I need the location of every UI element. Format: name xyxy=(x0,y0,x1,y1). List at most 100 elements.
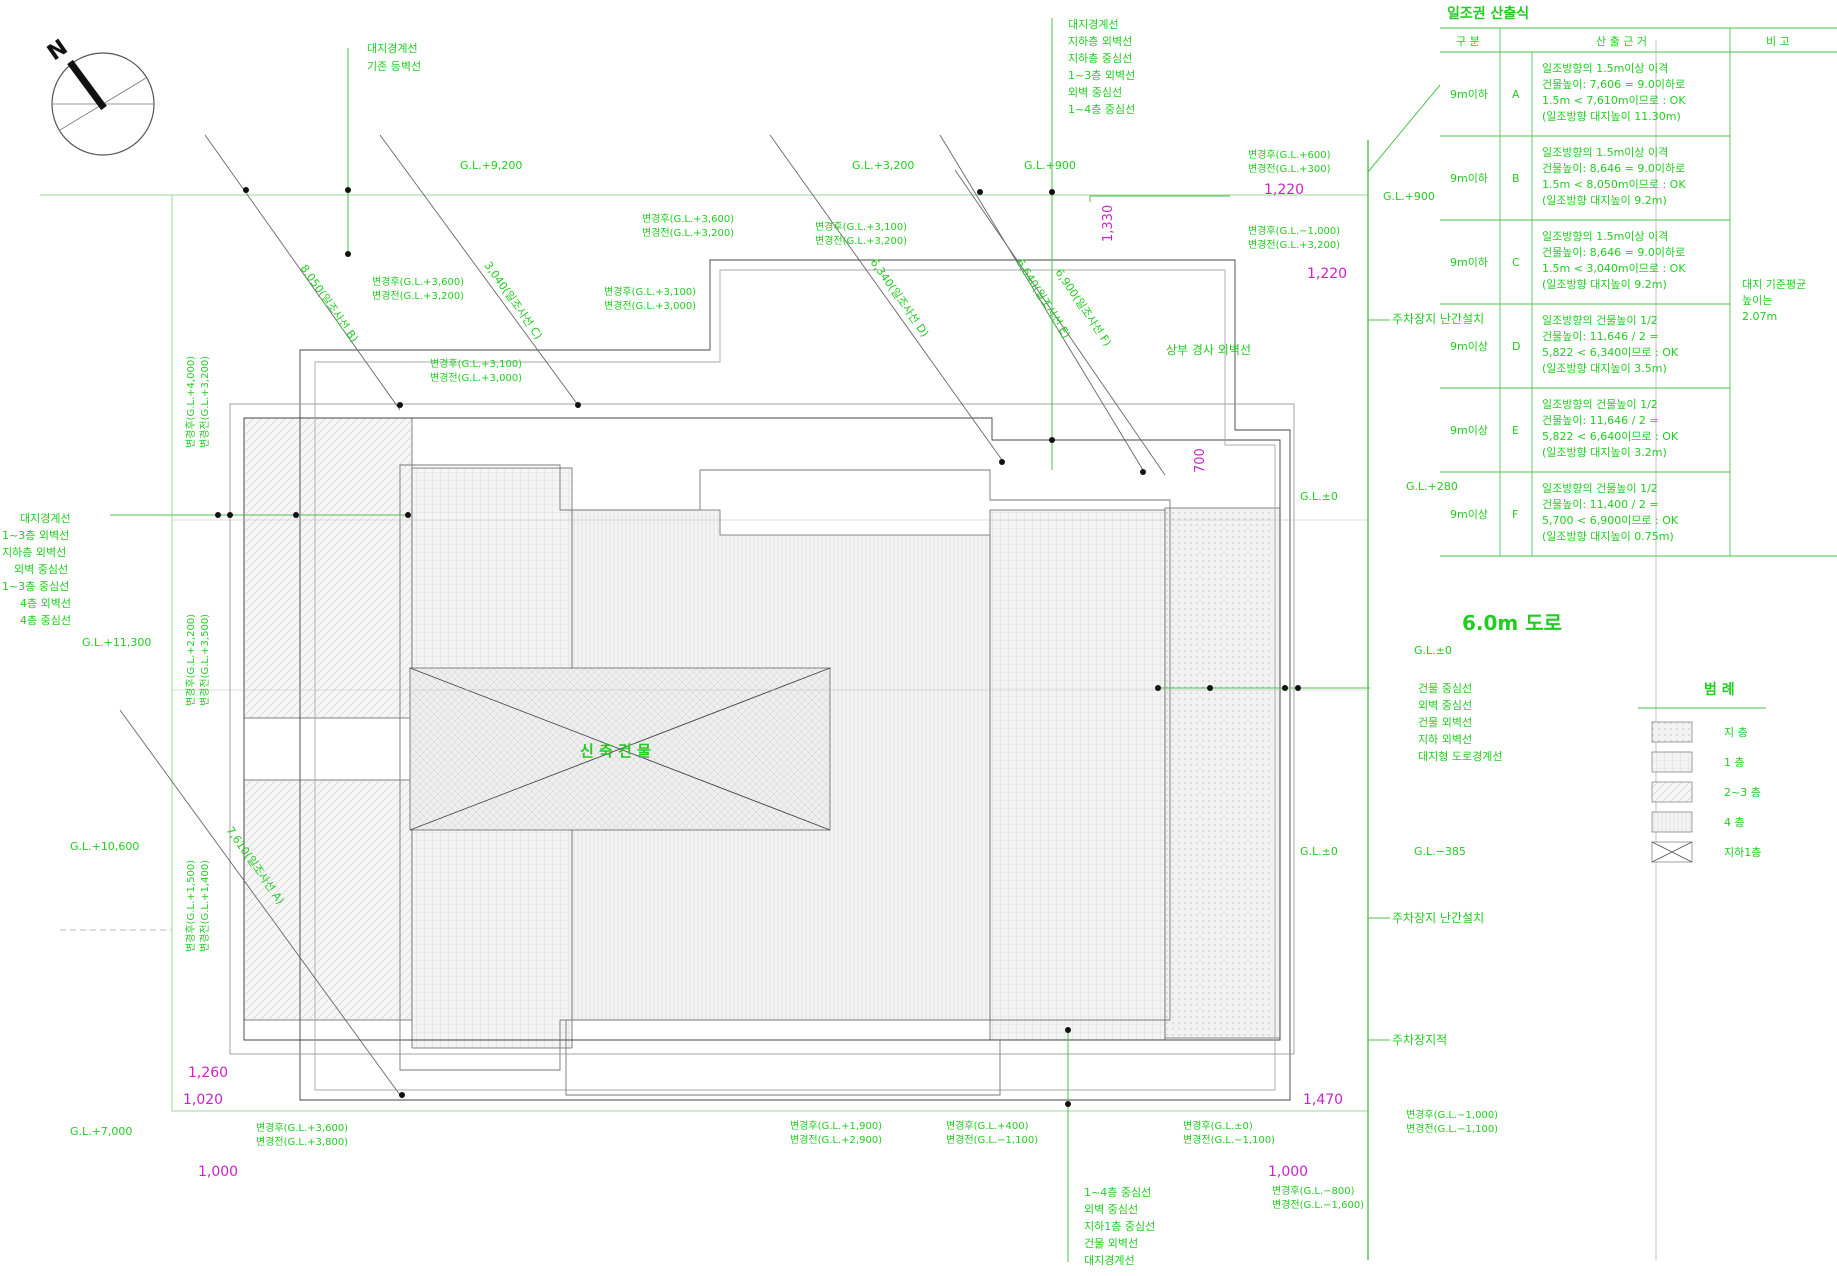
site-notes: 상부 경사 외벽선 주차장지 난간설치 주차장지 난간설치 주차장지적 xyxy=(1166,312,1484,1047)
svg-text:G.L.±0: G.L.±0 xyxy=(1300,490,1338,503)
svg-text:변경전(G.L.+3,200): 변경전(G.L.+3,200) xyxy=(198,356,211,448)
svg-text:9m이상: 9m이상 xyxy=(1450,424,1488,437)
dim-bl-2: 1,020 xyxy=(183,1092,223,1108)
svg-text:A: A xyxy=(1512,88,1520,101)
svg-text:5,822 < 6,340이므로 : OK: 5,822 < 6,340이므로 : OK xyxy=(1542,346,1679,359)
svg-text:G.L.+900: G.L.+900 xyxy=(1383,190,1435,203)
svg-text:변경전(G.L.+3,200): 변경전(G.L.+3,200) xyxy=(642,226,734,239)
svg-text:1.5m < 3,040m이므로 : OK: 1.5m < 3,040m이므로 : OK xyxy=(1542,262,1686,275)
svg-text:G.L.+7,000: G.L.+7,000 xyxy=(70,1125,132,1138)
callout-left: 대지경계선 1~3층 외벽선 지하층 외벽선 외벽 중심선 1~3층 중심선 4… xyxy=(2,512,71,627)
svg-text:G.L.±0: G.L.±0 xyxy=(1414,644,1452,657)
svg-text:(일조방향 대지높이 3.5m): (일조방향 대지높이 3.5m) xyxy=(1542,361,1667,375)
svg-text:1~4층 중심선: 1~4층 중심선 xyxy=(1084,1186,1151,1199)
dim-bl-1: 1,260 xyxy=(188,1065,228,1081)
building-label: 신 축 건 물 xyxy=(580,742,651,760)
svg-text:4 층: 4 층 xyxy=(1724,816,1745,829)
svg-text:변경전(G.L.−1,100): 변경전(G.L.−1,100) xyxy=(946,1133,1038,1146)
svg-text:1.5m < 8,050m이므로 : OK: 1.5m < 8,050m이므로 : OK xyxy=(1542,178,1686,191)
svg-text:일조방향의 1.5m이상 이격: 일조방향의 1.5m이상 이격 xyxy=(1542,229,1668,243)
svg-text:변경후(G.L.+3,600): 변경후(G.L.+3,600) xyxy=(642,212,734,225)
svg-text:지 층: 지 층 xyxy=(1724,726,1748,739)
svg-text:주차장지 난간설치: 주차장지 난간설치 xyxy=(1392,911,1484,925)
svg-text:변경전(G.L.+3,200): 변경전(G.L.+3,200) xyxy=(815,234,907,247)
sightlines xyxy=(119,134,1166,1096)
svg-text:변경전(G.L.+3,000): 변경전(G.L.+3,000) xyxy=(604,299,696,312)
svg-text:(일조방향 대지높이 9.2m): (일조방향 대지높이 9.2m) xyxy=(1542,277,1667,291)
dim-right-upper: 1,220 xyxy=(1307,266,1347,282)
svg-text:일조방향의 1.5m이상 이격: 일조방향의 1.5m이상 이격 xyxy=(1542,145,1668,159)
north-label: N xyxy=(43,35,72,66)
site-boundary xyxy=(40,140,1369,1260)
svg-text:F: F xyxy=(1512,508,1518,521)
building-footprint xyxy=(243,417,1281,1049)
svg-text:4층 중심선: 4층 중심선 xyxy=(20,614,71,627)
svg-text:5,700 < 6,900이므로 : OK: 5,700 < 6,900이므로 : OK xyxy=(1542,514,1679,527)
svg-text:변경전(G.L.−1,600): 변경전(G.L.−1,600) xyxy=(1272,1198,1364,1211)
svg-text:외벽 중심선: 외벽 중심선 xyxy=(1068,86,1122,99)
leader-lines xyxy=(110,18,1441,1262)
upper-slope-note: 상부 경사 외벽선 xyxy=(1166,343,1251,357)
svg-text:변경전(G.L.+3,000): 변경전(G.L.+3,000) xyxy=(430,371,522,384)
svg-text:변경전(G.L.+3,500): 변경전(G.L.+3,500) xyxy=(198,614,211,706)
svg-text:기존 등벽선: 기존 등벽선 xyxy=(367,60,421,73)
svg-text:9m이하: 9m이하 xyxy=(1450,171,1488,185)
svg-text:변경전(G.L.−1,100): 변경전(G.L.−1,100) xyxy=(1406,1122,1498,1135)
svg-text:변경후(G.L.+600): 변경후(G.L.+600) xyxy=(1248,148,1331,161)
svg-text:6,340(일조사선 D): 6,340(일조사선 D) xyxy=(868,256,933,340)
svg-text:8,050(일조사선 B): 8,050(일조사선 B) xyxy=(298,262,362,345)
svg-text:건물높이: 8,646 = 9.0이하로: 건물높이: 8,646 = 9.0이하로 xyxy=(1542,245,1685,259)
svg-text:변경후(G.L.+3,600): 변경후(G.L.+3,600) xyxy=(256,1121,348,1134)
north-arrow-icon: N xyxy=(43,35,155,156)
svg-text:변경후(G.L.+400): 변경후(G.L.+400) xyxy=(946,1119,1029,1132)
svg-text:지하층 중심선: 지하층 중심선 xyxy=(1068,51,1132,65)
dim-v-top: 1,330 xyxy=(1101,205,1116,242)
svg-text:5,822 < 6,640이므로 : OK: 5,822 < 6,640이므로 : OK xyxy=(1542,430,1679,443)
reference-points xyxy=(215,187,1301,1107)
svg-text:9m이상: 9m이상 xyxy=(1450,340,1488,353)
legend-swatch-1f xyxy=(1651,751,1693,773)
svg-text:변경후(G.L.−1,000): 변경후(G.L.−1,000) xyxy=(1406,1108,1498,1121)
svg-text:지하층 외벽선: 지하층 외벽선 xyxy=(2,545,66,559)
road-label: 6.0m 도로 xyxy=(1462,611,1562,635)
svg-text:일조방향의 건물높이 1/2: 일조방향의 건물높이 1/2 xyxy=(1542,397,1658,411)
svg-text:건물 외벽선: 건물 외벽선 xyxy=(1084,1237,1138,1250)
svg-text:주차장지적: 주차장지적 xyxy=(1392,1033,1447,1047)
legend-swatch-basement xyxy=(1651,721,1693,743)
wall-outlines xyxy=(172,259,1368,1101)
svg-text:9m이상: 9m이상 xyxy=(1450,508,1488,521)
svg-text:일조방향의 건물높이 1/2: 일조방향의 건물높이 1/2 xyxy=(1542,313,1658,327)
dim-bottom-right: 1,000 xyxy=(1268,1164,1308,1180)
svg-text:변경후(G.L.±0): 변경후(G.L.±0) xyxy=(1183,1119,1253,1132)
svg-text:대지 기준평균: 대지 기준평균 xyxy=(1742,278,1806,291)
callout-right: 건물 중심선 외벽 중심선 건물 외벽선 지하 외벽선 대지형 도로경계선 xyxy=(1418,682,1502,763)
svg-text:변경후(G.L.+4,000): 변경후(G.L.+4,000) xyxy=(184,356,197,448)
svg-text:대지경계선: 대지경계선 xyxy=(20,512,71,525)
svg-text:변경전(G.L.+3,200): 변경전(G.L.+3,200) xyxy=(1248,238,1340,251)
svg-text:변경전(G.L.+1,400): 변경전(G.L.+1,400) xyxy=(198,860,211,952)
level-change-labels: 변경후(G.L.+3,600)변경전(G.L.+3,200) 변경후(G.L.+… xyxy=(256,148,1498,1211)
svg-text:2.07m: 2.07m xyxy=(1742,310,1777,323)
legend-title: 범 례 xyxy=(1704,682,1735,698)
svg-text:2~3 층: 2~3 층 xyxy=(1724,786,1761,799)
svg-text:건물높이: 7,606 = 9.0이하로: 건물높이: 7,606 = 9.0이하로 xyxy=(1542,77,1685,91)
svg-text:변경후(G.L.−800): 변경후(G.L.−800) xyxy=(1272,1184,1355,1197)
svg-text:G.L.+3,200: G.L.+3,200 xyxy=(852,159,914,172)
legend: 범 례 지 층 1 층 2~3 층 4 층 지하1층 xyxy=(1638,682,1766,863)
svg-text:대지형 도로경계선: 대지형 도로경계선 xyxy=(1418,750,1502,763)
svg-text:9m이하: 9m이하 xyxy=(1450,255,1488,269)
callout-top-left: 대지경계선 기존 등벽선 xyxy=(367,42,421,73)
svg-text:변경전(G.L.+2,900): 변경전(G.L.+2,900) xyxy=(790,1133,882,1146)
callout-top-middle: 대지경계선 지하층 외벽선 지하층 중심선 1~3층 외벽선 외벽 중심선 1~… xyxy=(1068,18,1135,116)
svg-text:주차장지 난간설치: 주차장지 난간설치 xyxy=(1392,312,1484,326)
svg-text:변경전(G.L.+300): 변경전(G.L.+300) xyxy=(1248,162,1331,175)
dim-top-right: 1,220 xyxy=(1264,182,1304,198)
svg-text:변경후(G.L.+3,600): 변경후(G.L.+3,600) xyxy=(372,275,464,288)
svg-text:G.L.+280: G.L.+280 xyxy=(1406,480,1458,493)
svg-text:외벽 중심선: 외벽 중심선 xyxy=(14,563,68,576)
svg-text:G.L.+11,300: G.L.+11,300 xyxy=(82,636,151,649)
svg-text:건물 중심선: 건물 중심선 xyxy=(1418,682,1472,695)
svg-text:1~3층 외벽선: 1~3층 외벽선 xyxy=(1068,69,1135,82)
svg-text:1~3층 외벽선: 1~3층 외벽선 xyxy=(2,529,69,542)
